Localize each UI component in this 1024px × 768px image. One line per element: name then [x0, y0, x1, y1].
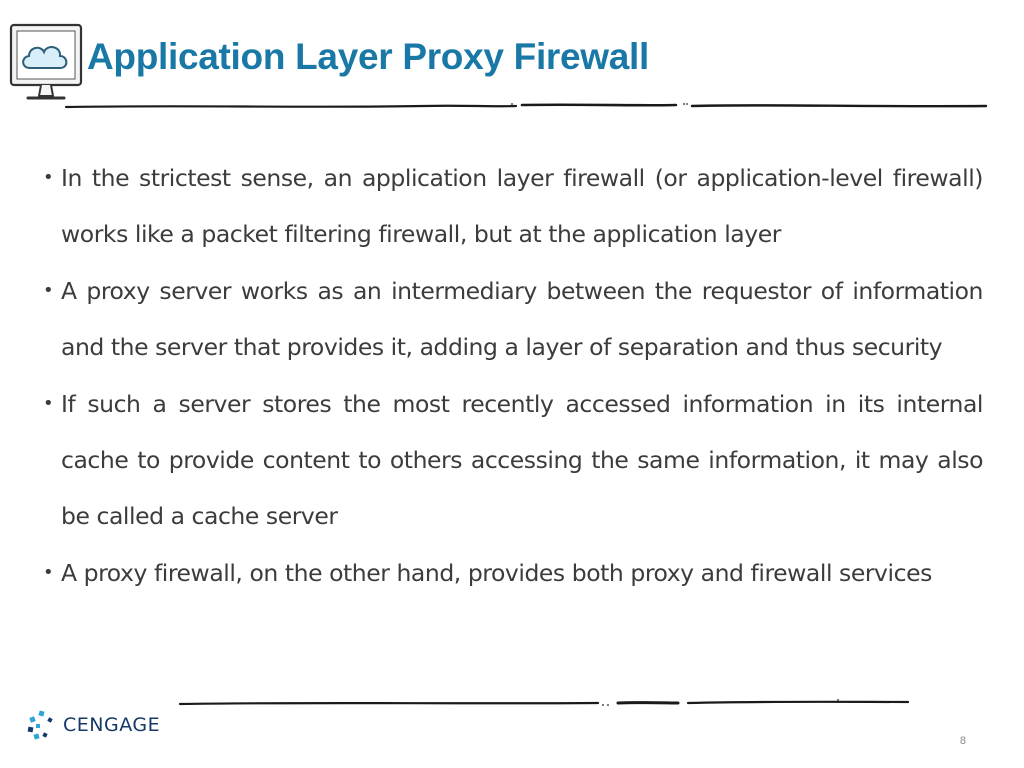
bullet-text: If such a server stores the most recentl… [61, 389, 983, 531]
bullet-list: • In the strictest sense, an application… [43, 150, 983, 601]
footer-divider [178, 699, 910, 706]
title-divider [64, 103, 988, 109]
bullet-marker: • [43, 167, 54, 188]
cloud-monitor-icon [9, 23, 83, 100]
cengage-logo: CENGAGE [26, 709, 160, 741]
bullet-text: A proxy server works as an intermediary … [61, 276, 983, 362]
bullet-text: In the strictest sense, an application l… [61, 164, 983, 249]
bullet-marker: • [43, 561, 54, 583]
logo-text: CENGAGE [63, 714, 161, 736]
bullet-item: • A proxy firewall, on the other hand, p… [43, 545, 983, 601]
cengage-logo-mark [27, 710, 53, 740]
bullet-marker: • [43, 392, 54, 414]
bullet-text: A proxy firewall, on the other hand, pro… [61, 558, 932, 587]
bullet-item: • In the strictest sense, an application… [43, 150, 983, 263]
bullet-marker: • [43, 279, 54, 301]
bullet-item: • If such a server stores the most recen… [43, 376, 983, 545]
page-number: 8 [959, 735, 966, 747]
slide-title: Application Layer Proxy Firewall [87, 36, 650, 77]
bullet-item: • A proxy server works as an intermediar… [43, 263, 983, 376]
